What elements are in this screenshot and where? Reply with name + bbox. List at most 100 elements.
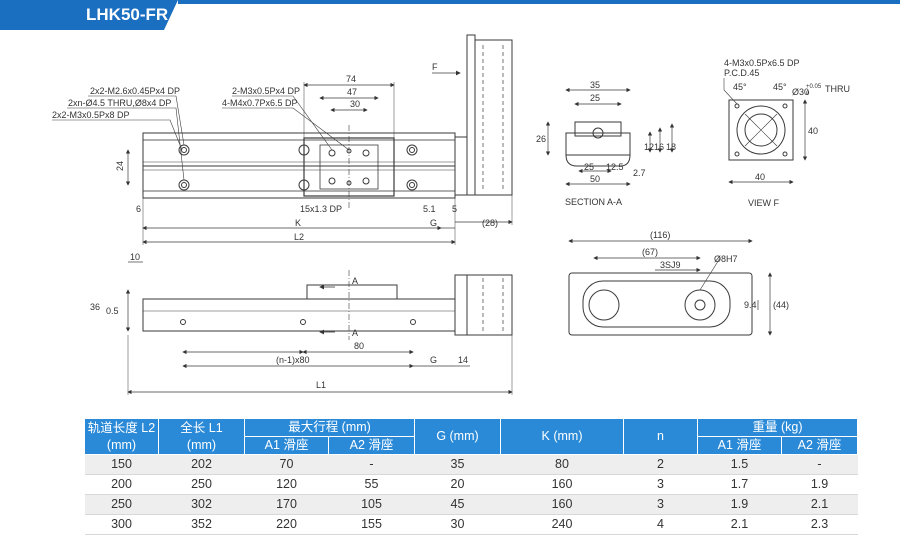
header-n: n: [623, 418, 698, 455]
header-total-length: 全长 L1(mm): [158, 418, 245, 455]
header-k: K (mm): [500, 418, 624, 455]
end-dim-9-4: 9.4: [744, 300, 757, 310]
header-weight: 重量 (kg): [696, 418, 859, 437]
callout-2: 2xn-Ø4.5 THRU,Ø8x4 DP: [68, 98, 171, 108]
dim-l2: L2: [294, 232, 304, 242]
dim-pitch: (n-1)x80: [276, 355, 310, 365]
sec-dim-12: 12: [644, 142, 654, 152]
dim-5: 5: [452, 204, 457, 214]
callout-5: 4-M4x0.7Px6.5 DP: [222, 98, 298, 108]
title-badge: LHK50-FR: [0, 0, 178, 30]
cell: 3: [623, 494, 698, 515]
sec-dim-12-5: 12.5: [606, 162, 624, 172]
dim-5-1: 5.1: [423, 204, 436, 214]
sec-dim-50: 50: [590, 174, 600, 184]
sec-dim-25a: 25: [590, 93, 600, 103]
label-a-bottom: A: [352, 328, 358, 338]
page-title: LHK50-FR: [86, 5, 169, 24]
header-stroke-a1: A1 滑座: [244, 436, 329, 455]
header-stroke-a2: A2 滑座: [328, 436, 415, 455]
cell: 160: [500, 494, 624, 515]
sec-dim-26: 26: [536, 134, 546, 144]
cell: 202: [158, 454, 245, 475]
dim-l1: L1: [316, 380, 326, 390]
end-view: [568, 238, 773, 336]
viewf-bore-tol2: 0: [806, 91, 810, 97]
viewf-thru: THRU: [825, 84, 850, 94]
dim-g-side: G: [430, 355, 437, 365]
dim-6: 6: [136, 204, 141, 214]
cell: 160: [500, 474, 624, 495]
cell: -: [328, 454, 415, 475]
cell: 250: [158, 474, 245, 495]
cell: 2.3: [781, 514, 858, 535]
header-stroke: 最大行程 (mm): [244, 418, 415, 437]
view-f: [723, 78, 808, 185]
cell: 20: [414, 474, 501, 495]
dim-74: 74: [346, 74, 356, 84]
cell: 302: [158, 494, 245, 515]
end-dim-116: (116): [650, 230, 670, 240]
viewf-angle-a: 45°: [733, 82, 747, 92]
cell: 3: [623, 474, 698, 495]
sec-dim-16: 16: [654, 142, 664, 152]
side-view: [125, 261, 513, 395]
cell: -: [781, 454, 858, 475]
cell: 120: [244, 474, 329, 495]
dim-47: 47: [347, 87, 357, 97]
dim-28: (28): [482, 218, 498, 228]
dim-36: 36: [90, 302, 100, 312]
dim-k: K: [295, 218, 301, 228]
sec-dim-35: 35: [590, 80, 600, 90]
dim-10: 10: [130, 252, 140, 262]
cell: 55: [328, 474, 415, 495]
table-row: 250 302 170 105 45 160 3 1.9 2.1: [84, 494, 858, 515]
section-a-a: [545, 87, 675, 187]
cell: 2.1: [781, 494, 858, 515]
dim-15x13: 15x1.3 DP: [300, 204, 342, 214]
header-rail-length: 轨道长度 L2(mm): [84, 418, 159, 455]
viewf-dim-40-v: 40: [808, 126, 818, 136]
viewf-dim-40-h: 40: [755, 172, 765, 182]
top-view: [52, 34, 513, 245]
viewf-label: VIEW F: [748, 198, 780, 208]
cell: 150: [84, 454, 159, 475]
dim-80: 80: [354, 341, 364, 351]
header-weight-a2: A2 滑座: [780, 436, 859, 455]
dim-30: 30: [350, 99, 360, 109]
cell: 70: [244, 454, 329, 475]
cell: 80: [500, 454, 624, 475]
viewf-bore: Ø30: [792, 87, 809, 97]
technical-drawing: 2x2-M2.6x0.45Px4 DP 2xn-Ø4.5 THRU,Ø8x4 D…: [52, 34, 850, 395]
label-a-top: A: [352, 276, 358, 286]
cell: 250: [84, 494, 159, 515]
cell: 352: [158, 514, 245, 535]
viewf-bore-tol: +0.05: [806, 84, 822, 90]
cell: 200: [84, 474, 159, 495]
sec-dim-2-7: 2.7: [633, 168, 646, 178]
cell: 4: [623, 514, 698, 535]
section-label: SECTION A-A: [565, 197, 622, 207]
cell: 170: [244, 494, 329, 515]
spec-table: 轨道长度 L2(mm) 全长 L1(mm) 最大行程 (mm) G (mm) K…: [84, 418, 859, 535]
callout-1: 2x2-M2.6x0.45Px4 DP: [90, 86, 180, 96]
end-dim-44: (44): [773, 300, 789, 310]
dim-14: 14: [458, 355, 468, 365]
end-sj: 3SJ9: [660, 260, 681, 270]
sec-dim-25b: 25: [584, 162, 594, 172]
sec-dim-18: 18: [666, 142, 676, 152]
top-rule: [178, 0, 900, 4]
end-dim-67: (67): [642, 247, 658, 257]
header-weight-a1: A1 滑座: [697, 436, 782, 455]
cell: 1.9: [697, 494, 782, 515]
cell: 155: [328, 514, 415, 535]
callout-4: 2-M3x0.5Px4 DP: [232, 86, 300, 96]
viewf-callout-2: P.C.D.45: [724, 68, 759, 78]
viewf-callout-1: 4-M3x0.5Px6.5 DP: [724, 58, 800, 68]
cell: 45: [414, 494, 501, 515]
cell: 2: [623, 454, 698, 475]
viewf-angle-b: 45°: [773, 82, 787, 92]
cell: 240: [500, 514, 624, 535]
cell: 1.7: [697, 474, 782, 495]
callout-3: 2x2-M3x0.5Px8 DP: [52, 110, 130, 120]
